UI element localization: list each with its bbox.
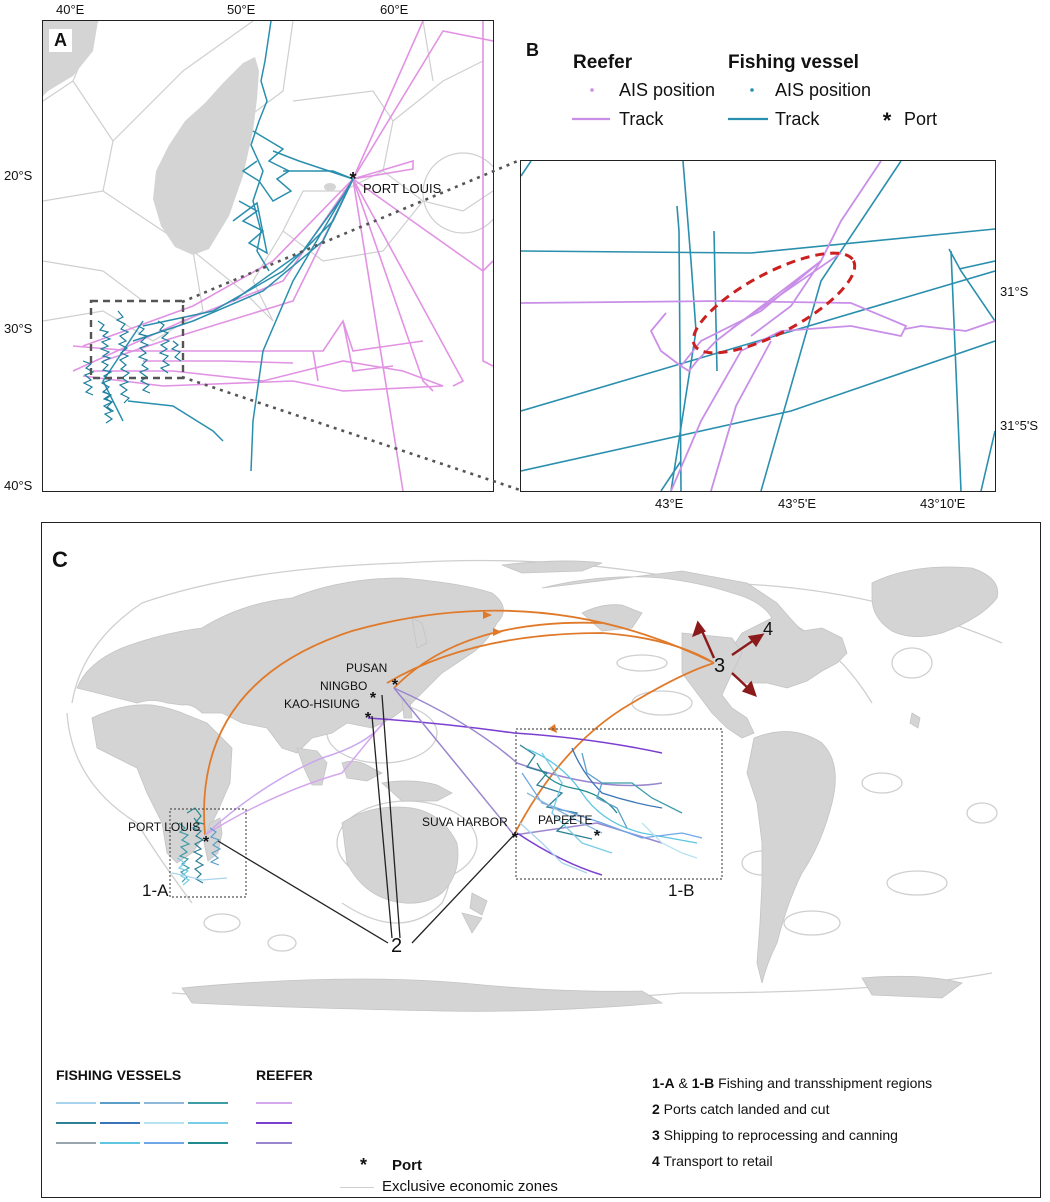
world-map-svg: * * * * * * — [66, 559, 1003, 1012]
legend-port-text: Port — [392, 1157, 422, 1174]
b-lon-tick-1: 43°5'E — [778, 496, 817, 511]
legend-reefer-track: Track — [619, 109, 664, 129]
a-lat-tick-1: 30°S — [4, 321, 33, 336]
svg-text:*: * — [594, 828, 601, 845]
legend-fishing-ais: AIS position — [775, 80, 872, 100]
svg-text:*: * — [370, 690, 377, 707]
zoom-connectors — [181, 158, 521, 492]
b-lat-tick-1: 31°5'S — [1000, 418, 1039, 433]
port-pusan: PUSAN — [346, 661, 388, 675]
svg-text:*: * — [203, 834, 210, 851]
a-lon-tick-0: 40°E — [56, 2, 85, 17]
legend-port-label: Port — [904, 109, 938, 129]
key-step-2: 2 Ports catch landed and cut — [652, 1101, 830, 1117]
key-step-3: 3 Shipping to reprocessing and canning — [652, 1127, 898, 1143]
legend-fishing-title: Fishing vessel — [728, 52, 859, 73]
region-1b-label: 1-B — [668, 881, 695, 900]
b-lon-tick-2: 43°10'E — [920, 496, 966, 511]
svg-text:*: * — [349, 169, 356, 189]
legend-eez-text: Exclusive economic zones — [382, 1178, 558, 1195]
panel-a-map: * A PORT LOUIS — [42, 20, 494, 492]
key-step-4: 4 Transport to retail — [652, 1153, 773, 1169]
a-lat-tick-0: 20°S — [4, 168, 33, 183]
panel-b-map — [520, 160, 996, 492]
panel-c: C — [41, 522, 1041, 1198]
step-3-label: 3 — [714, 655, 726, 677]
panel-b-svg — [521, 161, 995, 491]
a-lat-tick-2: 40°S — [4, 478, 33, 493]
panel-b-letter: B — [526, 40, 539, 60]
port-port-louis: PORT LOUIS — [128, 820, 201, 834]
legend-fishing-vessels-title: FISHING VESSELS — [56, 1067, 182, 1083]
region-1a-label: 1-A — [142, 881, 169, 900]
port-kao-hsiung: KAO-HSIUNG — [284, 697, 361, 711]
legend-reefer-ais: AIS position — [619, 80, 716, 100]
port-louis-label-a: PORT LOUIS — [363, 181, 442, 196]
legend-eez-line — [340, 1187, 374, 1188]
svg-text:*: * — [392, 677, 399, 694]
a-lon-tick-2: 60°E — [380, 2, 409, 17]
legend-reefer-title: Reefer — [573, 52, 633, 73]
step-4-label: 4 — [763, 619, 774, 639]
step-2-label: 2 — [391, 935, 403, 957]
svg-text:*: * — [365, 710, 372, 727]
b-lon-tick-0: 43°E — [655, 496, 684, 511]
key-step-1: 1-A & 1-B Fishing and transshipment regi… — [652, 1075, 933, 1091]
legend-reefer-title-c: REEFER — [256, 1067, 313, 1083]
svg-text:*: * — [883, 108, 892, 133]
a-lon-tick-1: 50°E — [227, 2, 256, 17]
panel-a-letter: A — [49, 29, 72, 52]
port-papeete: PAPEETE — [538, 813, 593, 827]
svg-text:*: * — [512, 830, 519, 847]
port-suva-harbor: SUVA HARBOR — [422, 815, 508, 829]
legend-swatches — [56, 1102, 292, 1144]
panel-c-letter: C — [52, 547, 68, 572]
legend-fishing-track: Track — [775, 109, 820, 129]
b-lat-tick-0: 31°S — [1000, 284, 1029, 299]
legend-port-star: * — [360, 1155, 368, 1175]
legend-top-symbols: * — [572, 88, 892, 133]
port-ningbo: NINGBO — [320, 679, 368, 693]
